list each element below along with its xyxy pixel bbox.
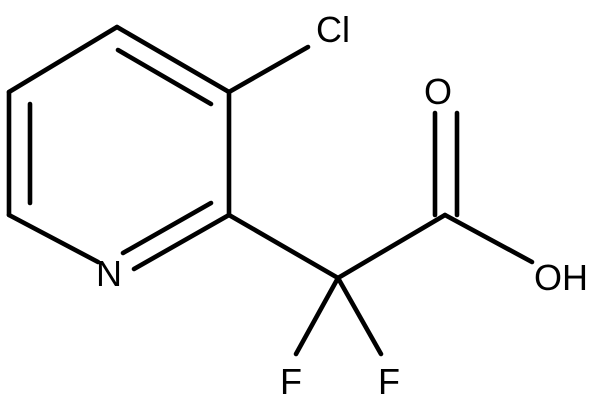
bond-cf2-carboxyl [335,212,448,281]
bond-carboxyl-oh [442,212,535,265]
bond-ring-cf2 [226,212,341,281]
ring-bond-c6-c5-inner [115,47,214,107]
atom-nitrogen-label: N [96,253,122,294]
atom-carbonyl-oxygen-label: O [424,71,452,112]
bond-ring-cl [226,44,311,95]
atom-hydroxyl-label: OH [534,257,588,298]
bond-cf2-f-left [293,275,341,357]
ring-bond-c6-c5 [114,24,232,95]
ring-bond-c1-c6 [6,24,120,95]
atom-chlorine-label: Cl [316,9,350,50]
atom-fluorine-right-label: F [378,361,400,402]
ring-bond-n-c2 [6,212,101,265]
ring-bond-c4-n [131,212,232,272]
ring-bond-c4-n-inner [120,200,214,256]
atom-fluorine-left-label: F [280,361,302,402]
bond-cf2-f-right [335,275,384,357]
